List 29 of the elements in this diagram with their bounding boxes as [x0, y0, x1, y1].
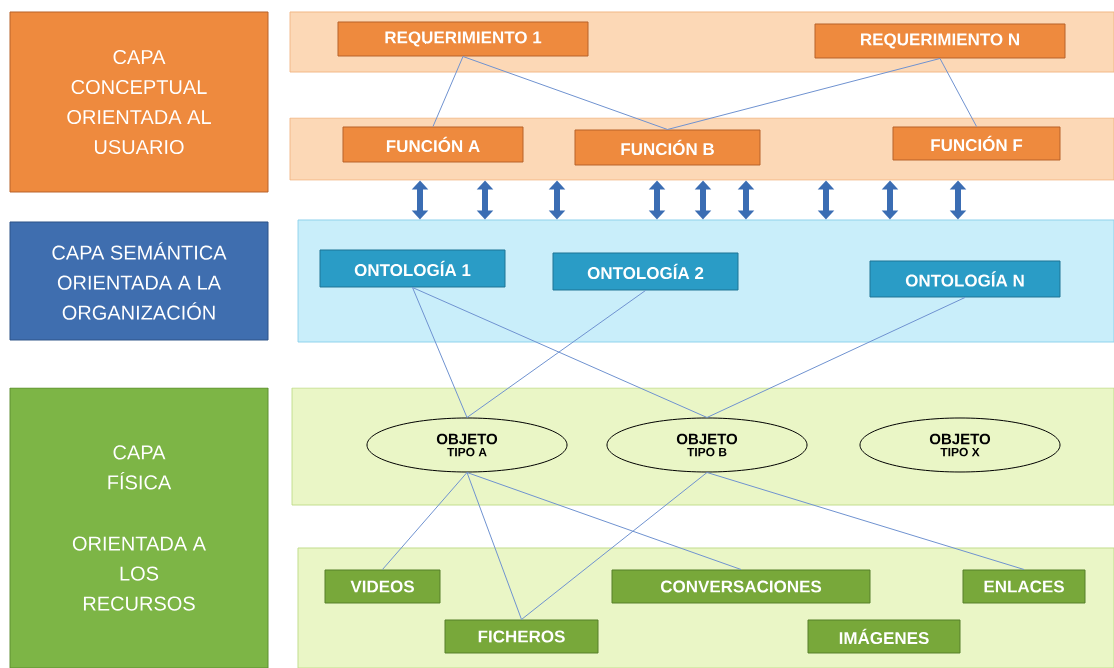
- function-box: FUNCIÓN F: [892, 126, 1061, 161]
- layer-label: CAPA FÍSICA ORIENTADA A LOS RECURSOS: [9, 387, 269, 668]
- resource-box: VIDEOS: [324, 569, 441, 604]
- layer-label: CAPA SEMÁNTICA ORIENTADA A LA ORGANIZACIÓN: [9, 221, 269, 341]
- requirement-box: REQUERIMIENTO N: [814, 23, 1066, 59]
- resource-box: IMÁGENES: [807, 619, 961, 654]
- function-box: FUNCIÓN A: [342, 126, 524, 163]
- resource-box: ENLACES: [962, 569, 1086, 604]
- ontology-box: ONTOLOGÍA 2: [552, 252, 739, 291]
- connector-line: [939, 58, 977, 127]
- resource-box: FICHEROS: [444, 619, 599, 654]
- connector-line: [432, 56, 464, 127]
- function-box: FUNCIÓN B: [574, 129, 761, 166]
- connector-line: [706, 472, 1025, 570]
- connector-line: [466, 290, 646, 418]
- connector-line: [466, 472, 742, 570]
- layer-label: CAPA CONCEPTUAL ORIENTADA AL USUARIO: [9, 11, 269, 193]
- connector-line: [466, 472, 522, 620]
- requirement-box: REQUERIMIENTO 1: [337, 21, 589, 57]
- connector-line: [412, 287, 708, 418]
- connector-line: [521, 472, 708, 620]
- ontology-box: ONTOLOGÍA N: [869, 260, 1061, 298]
- connector-line: [667, 58, 941, 130]
- connector-line: [412, 287, 468, 418]
- connector-line: [706, 297, 966, 418]
- connector-line: [382, 472, 468, 570]
- resource-box: CONVERSACIONES: [611, 569, 871, 604]
- ontology-box: ONTOLOGÍA 1: [319, 249, 506, 288]
- connector-line: [462, 56, 668, 130]
